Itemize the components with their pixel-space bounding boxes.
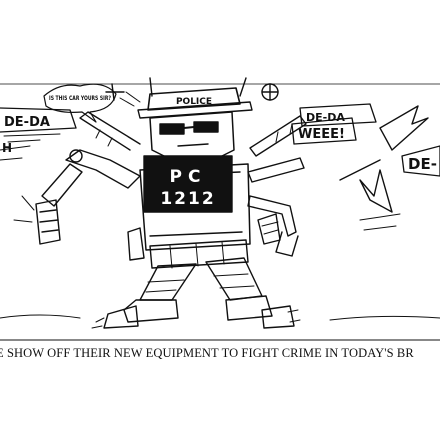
weee-banner <box>291 117 357 145</box>
police-hat-label: POLICE <box>176 97 212 107</box>
caption-text: E SHOW OFF THEIR NEW EQUIPMENT TO FIGHT … <box>0 346 414 360</box>
right-deda-text: DE-DA <box>306 111 345 124</box>
left-deda-text: DE-DA <box>4 115 50 130</box>
right-deda-banner <box>299 103 377 127</box>
right-de-text: DE- <box>408 155 437 173</box>
badge-plate <box>143 155 233 213</box>
left-arm <box>65 149 141 189</box>
speech-bubble <box>43 83 117 123</box>
cartoon-caption: E SHOW OFF THEIR NEW EQUIPMENT TO FIGHT … <box>0 346 440 366</box>
right-de-burst <box>401 145 440 177</box>
right-arm <box>247 157 305 183</box>
badge-line-2: 1212 <box>160 189 215 209</box>
weee-text: WEEE! <box>298 127 345 142</box>
robot-head <box>149 111 235 163</box>
police-hat <box>147 87 241 111</box>
speech-bubble-text: IS THIS CAR YOURS SIR? <box>49 94 111 102</box>
left-h-text: H <box>2 141 12 155</box>
badge-line-1: PC <box>170 167 207 187</box>
left-deda-banner <box>0 107 77 133</box>
